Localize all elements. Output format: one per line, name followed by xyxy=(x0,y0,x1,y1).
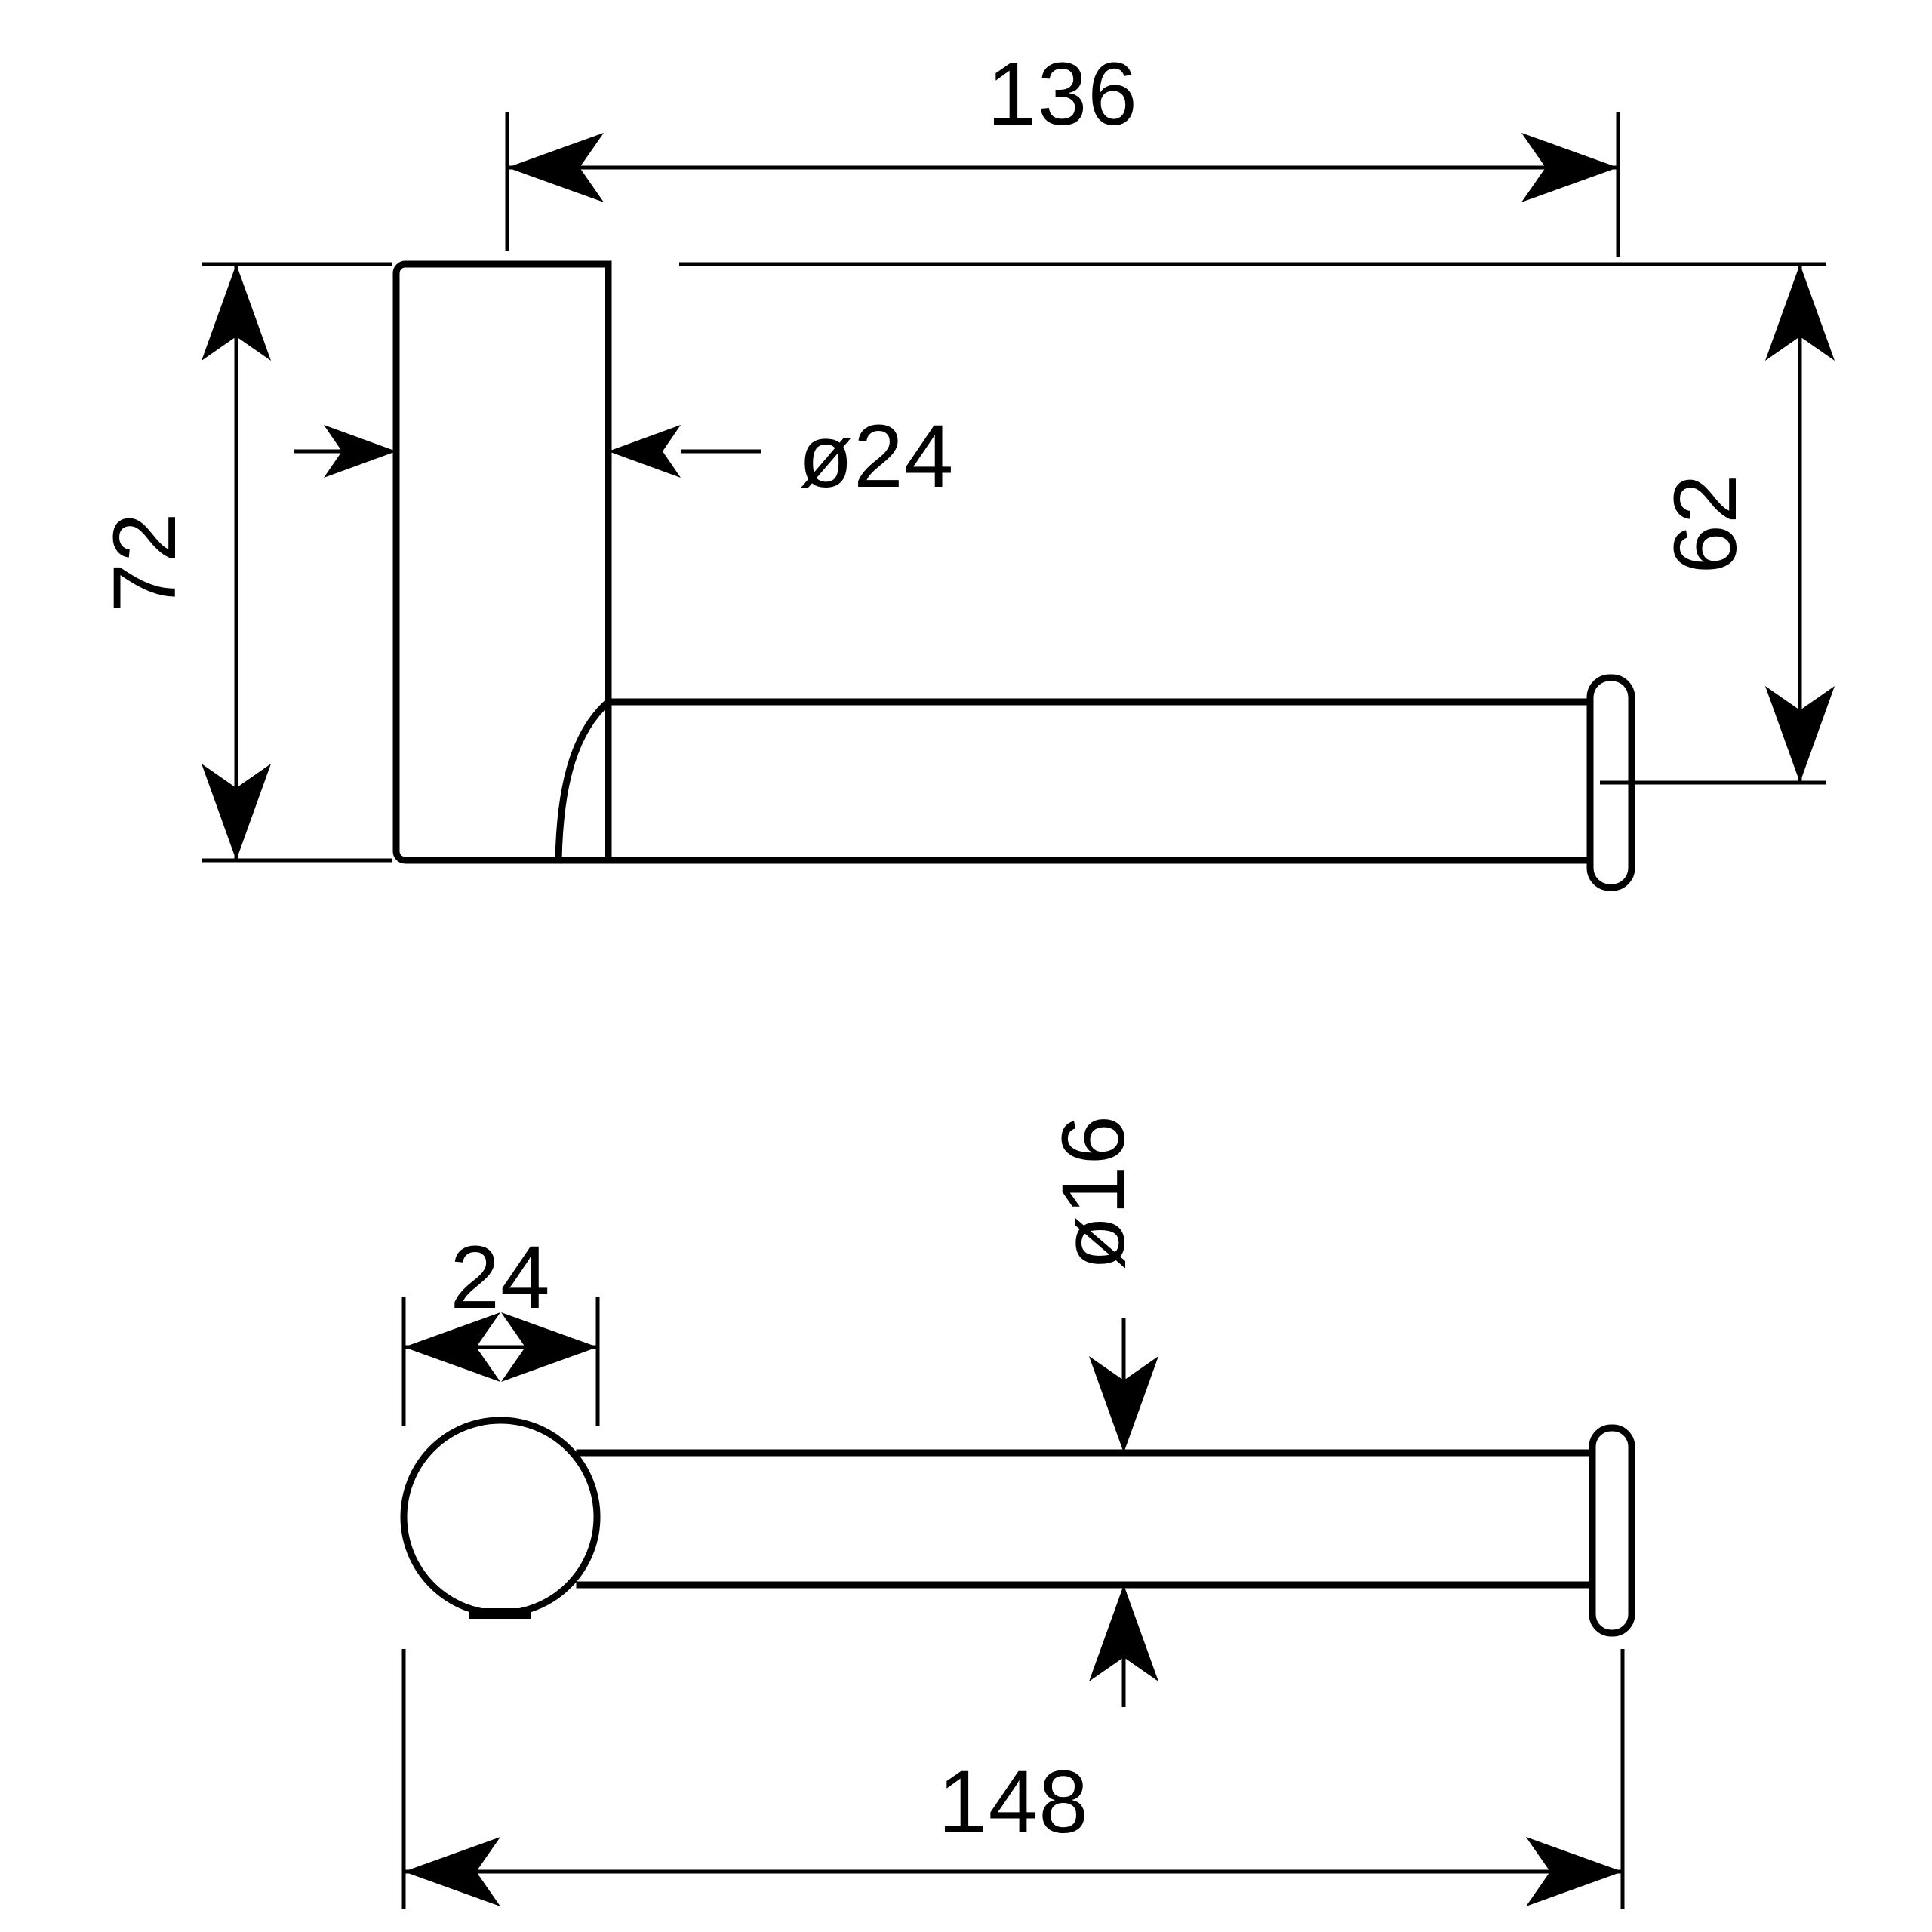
plan-view: 24 ø16 148 xyxy=(400,1115,1635,1909)
dim-label-136: 136 xyxy=(987,45,1138,144)
dim-label-d16: ø16 xyxy=(1044,1115,1143,1270)
holder-plan-profile xyxy=(400,1417,1635,1637)
dim-label-72: 72 xyxy=(95,512,195,612)
dimension-post-height: 72 xyxy=(95,262,392,863)
arrow-left-d24 xyxy=(608,425,681,478)
dimension-arm-height: 62 xyxy=(1600,264,1835,785)
dim-label-148: 148 xyxy=(938,1752,1089,1852)
arm-fillet-curve xyxy=(555,697,614,864)
dim-label-62: 62 xyxy=(1656,473,1755,574)
bar-end-cap-plan xyxy=(1589,1424,1635,1637)
dimension-base-width: 24 xyxy=(401,1228,600,1426)
wall-post-outline xyxy=(392,260,612,864)
side-elevation-view: 136 72 ø24 xyxy=(95,45,1835,891)
dimension-overall-width: 148 xyxy=(401,1649,1625,1909)
dimension-overall-length: 136 xyxy=(505,45,1620,257)
plate-seat-mark xyxy=(469,1608,531,1619)
dimension-post-diameter: ø24 xyxy=(294,407,954,506)
holder-side-profile xyxy=(392,260,1635,891)
dim-label-24: 24 xyxy=(450,1228,550,1327)
dimension-bar-diameter: ø16 xyxy=(1044,1115,1158,1707)
dim-label-d24: ø24 xyxy=(798,407,954,506)
wall-plate-circle xyxy=(400,1417,601,1617)
